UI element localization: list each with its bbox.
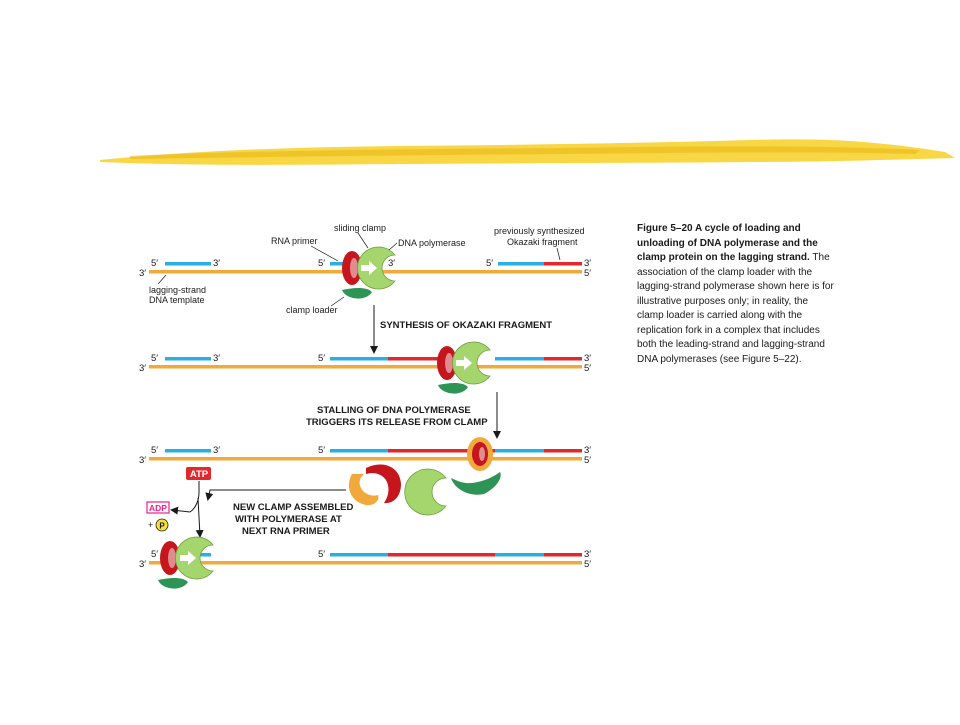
step-new-clamp-label-2: WITH POLYMERASE AT [235,514,342,525]
energy-molecules: ATP ADP + P [146,467,211,538]
rna-primer [165,357,211,361]
direction-arrow-icon [456,356,472,370]
rna-primer [495,449,544,453]
figure-caption-title: Figure 5–20 A cycle of loading and unloa… [637,223,818,263]
adp-label: ADP [149,503,167,513]
free-dna-polymerase [404,468,447,516]
free-clamp-loader-ring [348,474,379,506]
end-label: 5′ [151,445,158,456]
polymerase-complex [158,536,214,589]
label-dna-template: DNA template [149,295,205,305]
template-strand [149,561,582,565]
step-new-clamp: NEW CLAMP ASSEMBLED WITH POLYMERASE AT N… [205,489,353,537]
row-3: 3′ 5′ 3′ 5′ 3′ 5′ [139,437,591,516]
atp-badge [186,467,211,480]
rna-primer [330,449,388,453]
step-stalling-label-2: TRIGGERS ITS RELEASE FROM CLAMP [306,417,488,428]
end-label: 5′ [318,549,325,560]
rna-primer [330,262,348,266]
direction-arrow-icon [361,261,377,275]
end-label: 5′ [151,549,158,560]
end-label: 5′ [584,455,591,466]
rna-primer [330,357,388,361]
rna-primer [498,262,544,266]
rna-primer [330,553,388,557]
okazaki-fragment [388,357,446,361]
end-label: 3′ [388,258,395,269]
template-strand [149,365,582,369]
plus-sign: + [148,520,153,530]
figure-caption: Figure 5–20 A cycle of loading and unloa… [637,222,837,367]
okazaki-fragment [544,553,582,557]
label-dna-polymerase: DNA polymerase [398,238,466,248]
end-label: 5′ [584,268,591,279]
okazaki-fragment [544,357,582,361]
adp-badge [146,501,170,514]
end-label: 3′ [139,268,146,279]
rna-primer [165,262,211,266]
rna-primer [495,357,544,361]
end-label: 5′ [151,353,158,364]
okazaki-fragment [388,449,495,453]
template-strand [149,457,582,461]
direction-arrow-icon [180,551,196,565]
row-4: 3′ 5′ 5′ 3′ 5′ [139,536,591,589]
figure-caption-body: The association of the clamp loader with… [637,252,834,365]
phosphate-badge [155,518,169,532]
row-1: 3′ 5′ 3′ 5′ 3′ 5′ 3′ 5′ [139,246,591,299]
rna-primer [165,449,211,453]
end-label: 5′ [486,258,493,269]
step-synthesis: SYNTHESIS OF OKAZAKI FRAGMENT [370,305,552,354]
end-label: 3′ [139,455,146,466]
end-label: 5′ [151,258,158,269]
free-sliding-clamp [366,464,401,504]
step-stalling: STALLING OF DNA POLYMERASE TRIGGERS ITS … [306,392,501,439]
step-synthesis-label: SYNTHESIS OF OKAZAKI FRAGMENT [380,320,552,331]
clamp-loader [451,472,501,495]
end-label: 5′ [318,353,325,364]
end-label: 3′ [139,559,146,570]
atp-label: ATP [190,469,209,480]
end-label: 3′ [139,363,146,374]
clamp-loader [438,383,468,394]
okazaki-fragment [544,262,582,266]
clamp-loader [158,578,188,589]
end-label: 3′ [213,258,220,269]
okazaki-fragment [388,553,495,557]
polymerase-complex [437,341,491,394]
step-new-clamp-label-3: NEXT RNA PRIMER [242,526,330,537]
okazaki-fragment [544,449,582,453]
step-stalling-label-1: STALLING OF DNA POLYMERASE [317,405,471,416]
end-label: 5′ [318,445,325,456]
rna-primer [495,553,544,557]
step-new-clamp-label-1: NEW CLAMP ASSEMBLED [233,502,353,513]
row-2: 3′ 5′ 3′ 5′ 3′ 5′ [139,341,591,394]
label-previously-synthesized: previously synthesized [494,226,585,236]
label-clamp-loader: clamp loader [286,305,338,315]
end-label: 3′ [213,445,220,456]
row-1-labels: sliding clamp RNA primer DNA polymerase … [149,223,585,315]
label-sliding-clamp: sliding clamp [334,223,386,233]
end-label: 3′ [584,549,591,560]
clamp-loader [342,288,372,299]
end-label: 3′ [584,445,591,456]
label-lagging-strand: lagging-strand [149,285,206,295]
label-rna-primer: RNA primer [271,236,318,246]
phosphate-label: P [159,522,165,531]
end-label: 3′ [213,353,220,364]
end-label: 5′ [584,559,591,570]
highlighter-stroke [100,139,955,165]
end-label: 3′ [584,353,591,364]
released-clamp-on-dna [467,437,493,471]
polymerase-complex [342,246,396,299]
label-okazaki-fragment: Okazaki fragment [507,237,578,247]
end-label: 5′ [318,258,325,269]
end-label: 3′ [584,258,591,269]
end-label: 5′ [584,363,591,374]
